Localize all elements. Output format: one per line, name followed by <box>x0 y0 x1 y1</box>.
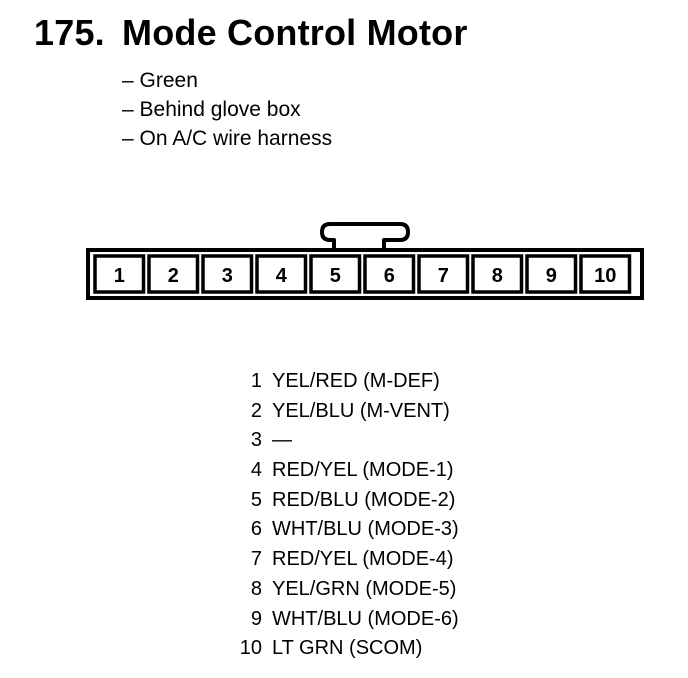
pinout-wire: RED/YEL (MODE-1) <box>272 459 454 482</box>
pinout-pin-number: 5 <box>250 488 262 511</box>
pinout-wire: WHT/BLU (MODE-3) <box>272 518 459 541</box>
pinout-wire: LT GRN (SCOM) <box>272 637 423 660</box>
pinout-pin-number: 9 <box>250 607 262 630</box>
pinout-pin-number: 3 <box>250 429 262 452</box>
pin-cell-2 <box>147 254 200 294</box>
pinout-wire: YEL/GRN (MODE-5) <box>272 577 457 600</box>
pinout-wire: — <box>272 429 292 452</box>
pinout-wire: YEL/RED (M-DEF) <box>272 370 440 392</box>
pinout-wire: RED/YEL (MODE-4) <box>272 548 454 571</box>
pin-cell-6 <box>363 254 416 294</box>
pin-label-6: 6 <box>384 265 395 287</box>
pinout-pin-number: 1 <box>250 370 262 392</box>
pin-label-2: 2 <box>168 265 179 287</box>
note-location: – Behind glove box <box>122 98 301 121</box>
pinout-row: 2 YEL/BLU (M-VENT) <box>236 397 459 427</box>
pin-cell-10 <box>579 254 632 294</box>
pin-cell-7 <box>417 254 470 294</box>
pin-label-3: 3 <box>222 265 233 287</box>
pin-label-5: 5 <box>330 265 341 287</box>
pinout-row: 5 RED/BLU (MODE-2) <box>236 486 459 516</box>
connector-pins: 1 2 3 4 5 6 7 8 9 10 <box>93 254 632 294</box>
pin-cell-5 <box>309 254 362 294</box>
pin-cell-3 <box>201 254 254 294</box>
title-number: 175. <box>34 12 105 53</box>
pinout-pin-number: 8 <box>250 577 262 600</box>
note-color: – Green <box>122 69 198 92</box>
pin-cell-1 <box>93 254 146 294</box>
pinout-pin-number: 6 <box>250 518 262 541</box>
note-harness: – On A/C wire harness <box>122 127 333 150</box>
connector-lock-tab <box>320 222 410 252</box>
pinout-wire: WHT/BLU (MODE-6) <box>272 607 459 630</box>
pin-cell-4 <box>255 254 308 294</box>
title-text: Mode Control Motor <box>122 12 468 53</box>
pinout-row: 6 WHT/BLU (MODE-3) <box>236 515 459 545</box>
pin-label-8: 8 <box>492 265 503 287</box>
pin-label-10: 10 <box>594 265 616 287</box>
pinout-pin-number: 10 <box>239 637 262 660</box>
pinout-pin-number: 2 <box>250 399 262 422</box>
pinout-wire: YEL/BLU (M-VENT) <box>272 399 450 422</box>
pinout-wire: RED/BLU (MODE-2) <box>272 488 456 511</box>
notes-list: – Green – Behind glove box – On A/C wire… <box>122 66 332 153</box>
pin-cell-9 <box>525 254 578 294</box>
pinout-row: 3— <box>236 426 459 456</box>
pin-label-9: 9 <box>546 265 557 287</box>
pin-label-4: 4 <box>276 265 288 287</box>
pinout-row: 7 RED/YEL (MODE-4) <box>236 545 459 575</box>
pin-cell-8 <box>471 254 524 294</box>
pinout-row: 9 WHT/BLU (MODE-6) <box>236 605 459 635</box>
pinout-row: 8 YEL/GRN (MODE-5) <box>236 575 459 605</box>
pinout-row: 4 RED/YEL (MODE-1) <box>236 456 459 486</box>
pinout-pin-number: 4 <box>250 459 262 482</box>
pin-label-1: 1 <box>114 265 125 287</box>
pinout-row: 10 LT GRN (SCOM) <box>236 634 459 664</box>
pinout-row: 1 YEL/RED (M-DEF) <box>236 367 459 397</box>
page-title: 175. Mode Control Motor <box>34 12 468 54</box>
pin-label-7: 7 <box>438 265 449 287</box>
pinout-pin-number: 7 <box>250 548 262 571</box>
